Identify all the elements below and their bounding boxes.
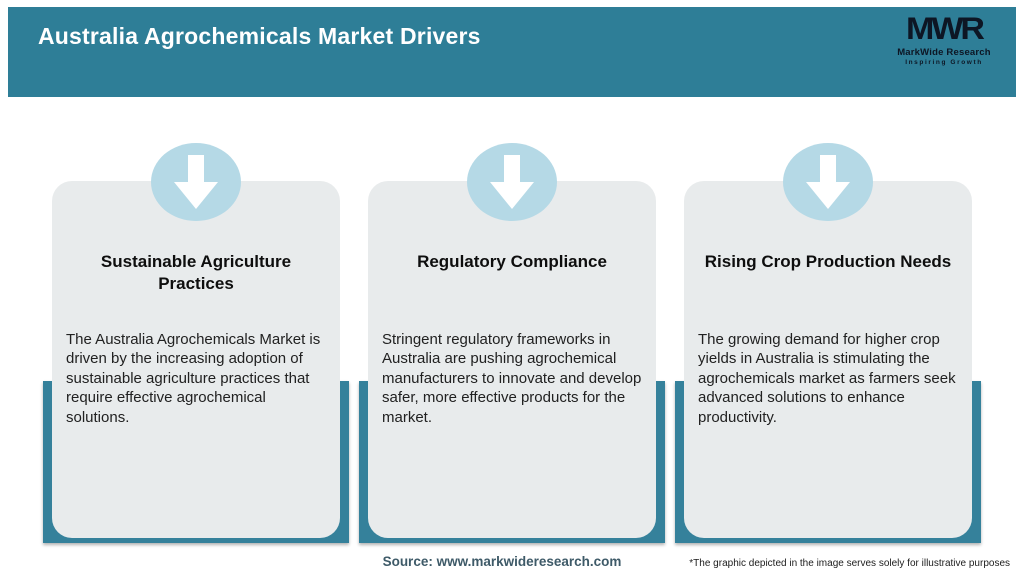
- card-title: Regulatory Compliance: [417, 252, 607, 271]
- card-body: Sustainable Agriculture Practices The Au…: [52, 181, 340, 538]
- disclaimer-text: *The graphic depicted in the image serve…: [689, 558, 1010, 569]
- arrow-down-icon: [467, 143, 557, 221]
- card-body: Rising Crop Production Needs The growing…: [684, 181, 972, 538]
- header-bar: Australia Agrochemicals Market Drivers M…: [8, 7, 1016, 97]
- driver-card: Sustainable Agriculture Practices The Au…: [43, 0, 349, 576]
- driver-card: Rising Crop Production Needs The growing…: [675, 0, 981, 576]
- brand-logo: MWR MarkWide Research Inspiring Growth: [884, 12, 1004, 66]
- arrow-down-icon: [151, 143, 241, 221]
- arrow-down-glyph: [174, 155, 218, 209]
- arrow-down-glyph: [490, 155, 534, 209]
- page-title: Australia Agrochemicals Market Drivers: [38, 23, 481, 49]
- card-body: Regulatory Compliance Stringent regulato…: [368, 181, 656, 538]
- markwide-logo-icon: MWR: [906, 11, 985, 47]
- logo-name: MarkWide Research: [897, 47, 991, 58]
- arrow-down-glyph: [806, 155, 850, 209]
- logo-tagline: Inspiring Growth: [905, 58, 983, 66]
- arrow-down-icon: [783, 143, 873, 221]
- card-description: The Australia Agrochemicals Market is dr…: [66, 331, 321, 426]
- card-description: The growing demand for higher crop yield…: [698, 331, 956, 426]
- card-title: Sustainable Agriculture Practices: [100, 252, 292, 293]
- card-title: Rising Crop Production Needs: [704, 252, 952, 271]
- driver-card: Regulatory Compliance Stringent regulato…: [359, 0, 665, 576]
- card-description: Stringent regulatory frameworks in Austr…: [382, 331, 642, 426]
- source-text: Source: www.markwideresearch.com: [382, 554, 622, 569]
